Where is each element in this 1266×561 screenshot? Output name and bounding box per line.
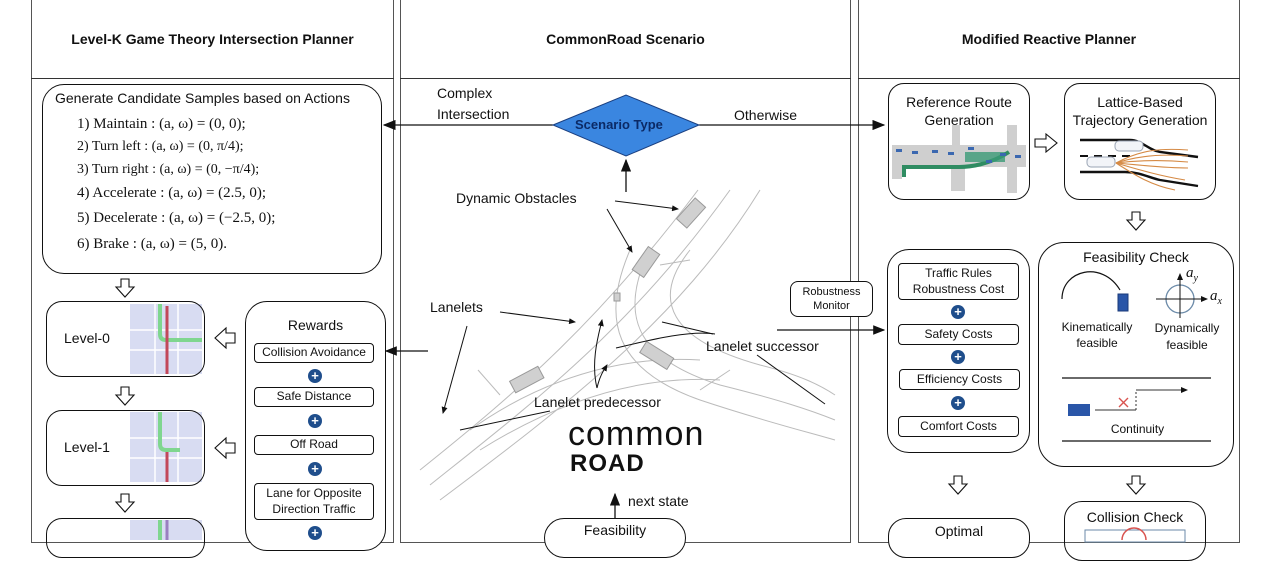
lattice-trajectory-graphic [1080,138,1199,191]
robustness-line2: Monitor [813,300,850,312]
reference-route-title-2: Generation [924,112,994,128]
level-0-label: Level-0 [64,330,110,346]
obstacle-vehicle [639,340,675,371]
reference-route-title-1: Reference Route [906,94,1012,110]
cost-safety: Safety Costs [898,324,1019,345]
feasibility-check-box [1038,242,1234,467]
annotation-arrow [499,311,576,325]
axis-x-label: ax [1210,288,1222,307]
reward-collision-avoidance: Collision Avoidance [254,343,374,363]
candidate-samples-box [42,84,382,274]
obstacle-vehicle [631,245,661,279]
dynamic-label-2: feasible [1166,338,1208,352]
cost-efficiency: Efficiency Costs [899,369,1020,390]
left-column-title: Level-K Game Theory Intersection Planner [31,0,394,79]
scenario-type-diamond[interactable] [551,94,701,157]
annotation-line [459,410,551,431]
obstacle-vehicle [613,292,621,302]
annotation-arrow [596,364,608,389]
plus-icon: + [951,396,965,410]
kinematic-label-1: Kinematically [1061,320,1133,334]
feasibility-check-title: Feasibility Check [1083,249,1189,265]
action-maintain: 1) Maintain : (a, ω) = (0, 0); [77,116,246,132]
cost-traffic-rules-line1: Traffic Rules [925,265,992,280]
middle-column-title: CommonRoad Scenario [400,0,851,79]
plus-icon: + [308,369,322,383]
continuity-label: Continuity [1110,422,1165,436]
reference-route-graphic [892,125,1026,193]
reward-off-road: Off Road [254,435,374,455]
plus-icon: + [308,462,322,476]
annotation-line [756,354,826,405]
axis-y-label: ay [1186,265,1198,284]
obstacle-vehicle [508,365,545,394]
level-1-label: Level-1 [64,439,110,455]
annotation-line [615,332,716,349]
commonroad-logo-top: common [568,415,705,453]
robustness-monitor-box: Robustness Monitor [790,281,873,317]
dynamic-icon [1156,273,1208,318]
action-turn-right: 3) Turn right : (a, ω) = (0, −π/4); [77,162,260,177]
commonroad-logo-bottom: ROAD [570,450,645,477]
level-1-box[interactable] [46,410,205,486]
dynamic-label-1: Dynamically [1154,321,1220,335]
action-turn-left: 2) Turn left : (a, ω) = (0, π/4); [77,139,244,154]
lattice-title-1: Lattice-Based [1097,94,1183,110]
dynamic-obstacles-label: Dynamic Obstacles [456,190,577,206]
lanelet-predecessor-label: Lanelet predecessor [534,394,661,410]
plus-icon: + [951,350,965,364]
branch-complex-label: Complex [437,85,493,101]
rewards-title: Rewards [287,317,344,333]
lanelet-successor-label: Lanelet successor [706,338,819,354]
level-2-thumbnail [130,520,202,540]
cost-traffic-rules-line2: Robustness Cost [912,281,1005,296]
feasibility-label: Feasibility [583,522,647,538]
action-decelerate: 5) Decelerate : (a, ω) = (−2.5, 0); [77,210,276,226]
collision-check-label: Collision Check [1086,509,1184,525]
plus-icon: + [308,414,322,428]
next-state-label: next state [628,493,689,509]
lattice-title-2: Trajectory Generation [1072,112,1208,128]
obstacle-vehicle [675,197,707,229]
annotation-arrow [606,208,633,253]
optimal-label: Optimal [934,523,984,539]
hollow-arrows [114,132,1147,513]
plus-icon: + [308,526,322,540]
branch-otherwise-label: Otherwise [734,107,798,123]
right-column-title: Modified Reactive Planner [858,0,1240,79]
kinematic-label-2: feasible [1076,336,1118,350]
reward-opposite-lane: Lane for Opposite Direction Traffic [254,483,374,520]
plus-icon: + [951,305,965,319]
annotation-arrow [614,200,679,212]
continuity-icon [1062,377,1211,442]
kinematic-icon [1061,271,1129,312]
cost-traffic-rules: Traffic Rules Robustness Cost [898,263,1019,300]
reward-safe-distance: Safe Distance [254,387,374,407]
annotation-arrow [594,319,604,389]
lanelets-label: Lanelets [430,299,483,315]
lattice-box [1064,83,1216,200]
lanelet-network [419,189,836,501]
action-accelerate: 4) Accelerate : (a, ω) = (2.5, 0); [77,185,267,201]
level-2-box[interactable] [46,518,205,558]
connectors-layer [114,94,1211,543]
reference-route-box [888,83,1030,200]
annotation-line [661,321,714,335]
robustness-line1: Robustness [802,285,861,298]
level-0-box[interactable] [46,301,205,377]
candidate-samples-title: Generate Candidate Samples based on Acti… [55,90,350,106]
cost-comfort: Comfort Costs [898,416,1019,437]
action-brake: 6) Brake : (a, ω) = (5, 0). [77,236,227,252]
branch-intersection-label: Intersection [437,106,510,122]
scenario-type-label: Scenario Type [575,117,663,132]
obstacles [508,197,707,394]
annotation-arrow [441,325,468,414]
